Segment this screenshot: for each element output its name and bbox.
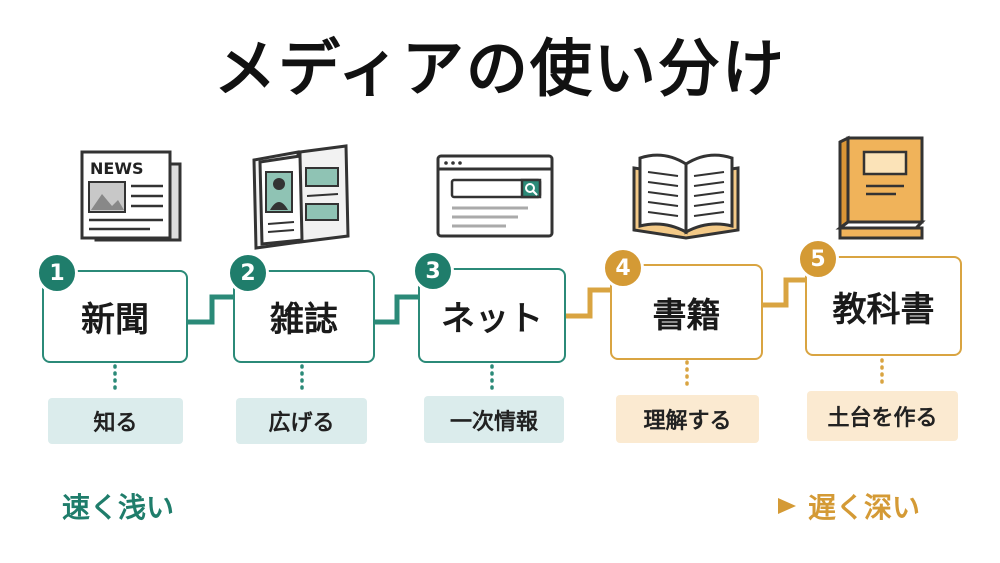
browser-icon xyxy=(436,154,554,238)
stage-label-1: 新聞 xyxy=(81,300,149,340)
step-badge-3: 3 xyxy=(412,250,454,292)
connector-2-3 xyxy=(375,294,418,325)
page-title: メディアの使い分け xyxy=(214,32,786,105)
step-badge-2: 2 xyxy=(227,252,269,294)
stage-label-5: 教科書 xyxy=(832,289,935,330)
stage-box-1: 新聞 xyxy=(42,270,188,363)
newspaper-icon: NEWS xyxy=(80,150,182,242)
connector-1-2 xyxy=(188,294,234,325)
step-badge-4: 4 xyxy=(602,247,644,289)
magazine-icon xyxy=(252,144,350,250)
stage-label-3: ネット xyxy=(441,299,543,339)
connector-3-4 xyxy=(566,287,612,319)
open-book-icon xyxy=(632,153,740,240)
stage-tag-3: 一次情報 xyxy=(424,396,564,443)
step-badge-1: 1 xyxy=(36,252,78,294)
stage-tag-2: 広げる xyxy=(236,398,367,444)
step-badge-5: 5 xyxy=(797,238,839,280)
stage-tag-1: 知る xyxy=(48,398,183,444)
textbook-icon xyxy=(835,135,926,240)
stage-label-2: 雑誌 xyxy=(270,300,338,340)
axis-label-fast-shallow: 速く浅い xyxy=(62,491,175,524)
arrow-head xyxy=(778,498,796,514)
stage-label-4: 書籍 xyxy=(652,295,721,336)
axis-label-slow-deep: 遅く深い xyxy=(808,491,921,524)
svg-text:NEWS: NEWS xyxy=(90,159,144,178)
stage-tag-4: 理解する xyxy=(616,395,759,443)
stage-tag-5: 土台を作る xyxy=(807,391,958,441)
connector-4-5 xyxy=(763,277,806,308)
